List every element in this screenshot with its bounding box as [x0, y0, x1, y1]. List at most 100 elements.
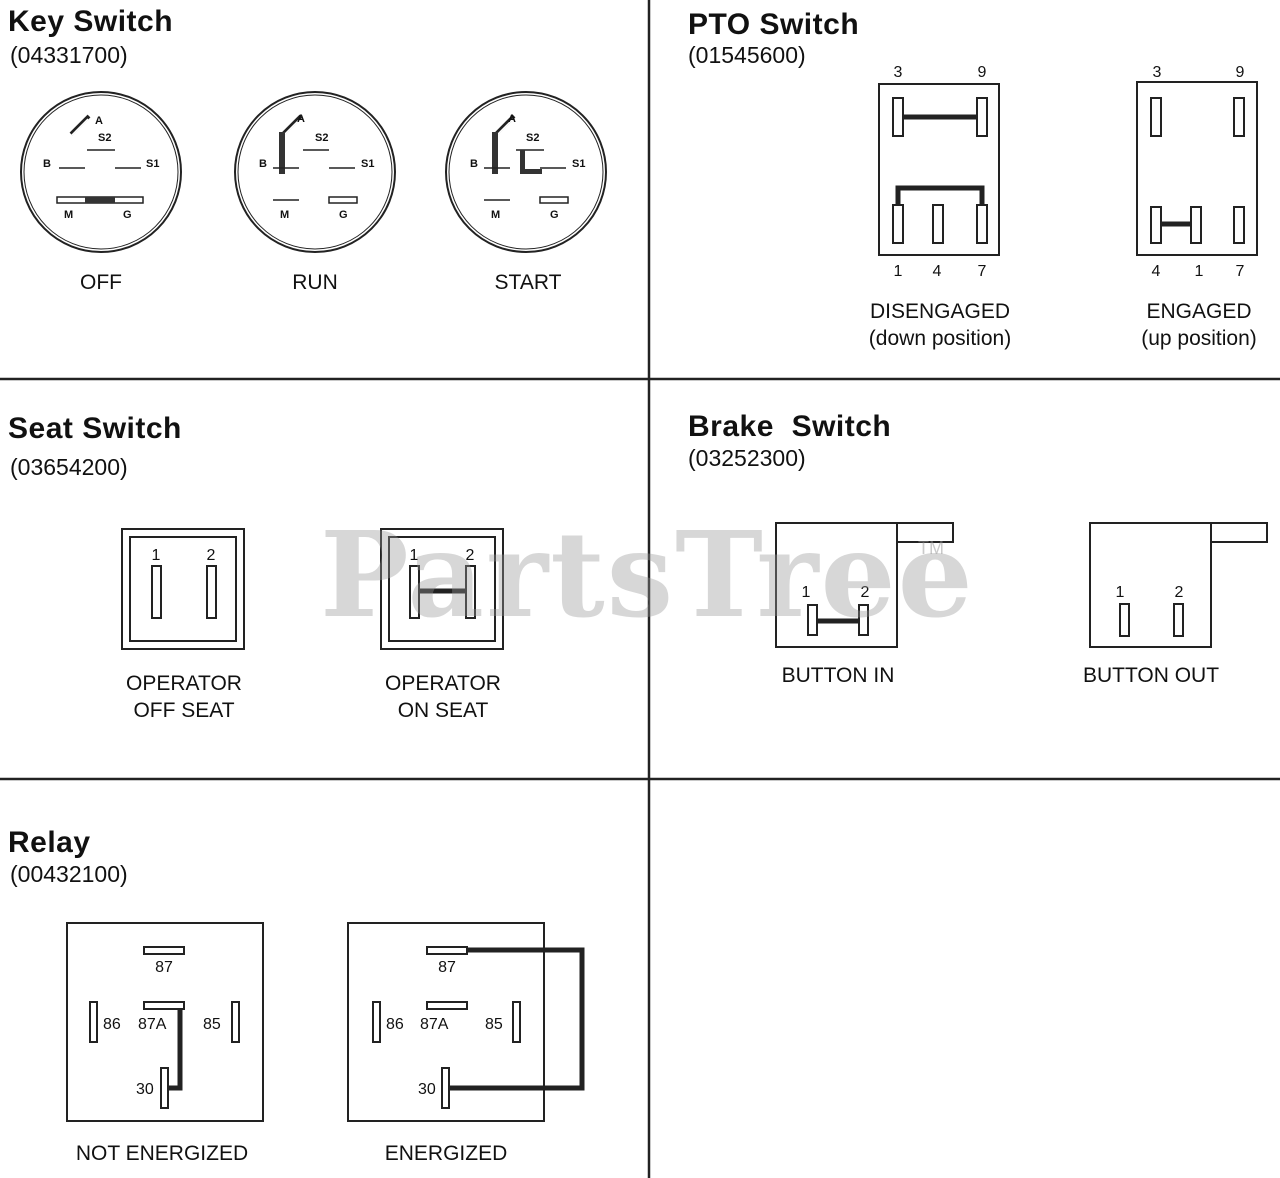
pto-switch-title: PTO Switch — [688, 8, 860, 41]
pto-pin-1 — [892, 204, 904, 244]
pto-switch-part-number: (01545600) — [688, 42, 806, 68]
key-switch-body — [234, 91, 396, 253]
terminal-label-g: G — [550, 209, 559, 221]
pto-engaged-caption: ENGAGED — [1146, 300, 1251, 323]
terminal-label-a: A — [297, 113, 305, 125]
relay-terminal-87a — [426, 1001, 468, 1010]
pin-label-1: 1 — [152, 547, 161, 564]
pin-label-3: 3 — [894, 64, 903, 81]
pto-pin-4 — [1150, 206, 1162, 244]
key-switch-ring — [237, 94, 393, 250]
relay-terminal-30 — [441, 1067, 450, 1109]
pto-switch-engaged: 3 9 4 1 7 ENGAGED (up position) — [1136, 64, 1258, 350]
terminal-label-s2: S2 — [315, 132, 328, 144]
key-switch-ring — [448, 94, 604, 250]
pin-label-1: 1 — [410, 547, 419, 564]
trademark-mark: TM — [918, 538, 944, 558]
seat-on-caption: OPERATOR — [385, 672, 501, 695]
relay-terminal-85 — [512, 1001, 521, 1043]
brake-switch-button — [1210, 522, 1268, 543]
pto-disengaged-caption: DISENGAGED — [870, 300, 1010, 323]
seat-switch-inner-frame — [129, 536, 237, 642]
brake-switch-title: Brake Switch — [688, 410, 892, 443]
brake-button-out-caption: BUTTON OUT — [1083, 664, 1219, 687]
pin-label-2: 2 — [1175, 584, 1184, 601]
pin-label-7: 7 — [1236, 263, 1245, 280]
relay-30-87-link — [449, 947, 585, 1091]
terminal-label-86: 86 — [386, 1016, 404, 1033]
key-state-start: START — [495, 271, 562, 294]
brake-button-in-caption: BUTTON IN — [782, 664, 895, 687]
key-switch-ring — [23, 94, 179, 250]
terminal-label-g: G — [339, 209, 348, 221]
pto-pin-7 — [1233, 206, 1245, 244]
terminal-label-s1: S1 — [146, 158, 159, 170]
terminal-label-m: M — [491, 209, 500, 221]
terminal-label-30: 30 — [418, 1081, 436, 1098]
key-switch-off: A S2 B S1 M G OFF — [20, 91, 182, 294]
key-switch-part-number: (04331700) — [10, 42, 128, 68]
terminal-label-30: 30 — [136, 1081, 154, 1098]
relay-30-87a-link — [168, 1010, 183, 1091]
pto-pin-9 — [1233, 97, 1245, 137]
key-switch-title: Key Switch — [8, 5, 174, 38]
terminal-label-s2: S2 — [98, 132, 111, 144]
terminal-label-b: B — [43, 158, 51, 170]
terminal-label-s1: S1 — [572, 158, 585, 170]
terminal-label-g: G — [123, 209, 132, 221]
key-switch-body — [20, 91, 182, 253]
contact-a — [69, 114, 91, 136]
key-state-run: RUN — [292, 271, 338, 294]
brake-switch-button — [896, 522, 954, 543]
pto-pin-4 — [932, 204, 944, 244]
pin-label-1: 1 — [802, 584, 811, 601]
pto-pin-1 — [1190, 206, 1202, 244]
brake-pin-2 — [1173, 603, 1184, 637]
pto-pin-3 — [1150, 97, 1162, 137]
partstree-watermark: PartsTree — [320, 505, 975, 644]
brake-switch-button-in: 1 2 BUTTON IN — [775, 522, 954, 687]
terminal-label-87a: 87A — [420, 1016, 449, 1033]
pin-label-4: 4 — [1152, 263, 1161, 280]
relay-terminal-87 — [143, 946, 185, 955]
pin-label-1: 1 — [1195, 263, 1204, 280]
s2-s1-bridge-foot — [520, 169, 542, 174]
brake-pin-1 — [1119, 603, 1130, 637]
contact-m-g-bridge — [85, 197, 115, 203]
relay-title: Relay — [8, 826, 91, 859]
seat-switch-off-seat: 1 2 OPERATOR OFF SEAT — [121, 528, 245, 722]
seat-pin-2 — [206, 565, 217, 619]
key-switch-run: A S2 B S1 M G RUN — [234, 91, 396, 294]
pin-label-3: 3 — [1153, 64, 1162, 81]
contact-a — [494, 114, 516, 136]
relay-terminal-86 — [89, 1001, 98, 1043]
seat-off-caption-line2: OFF SEAT — [133, 699, 234, 722]
relay-not-energized: 87 86 87A 85 30 NOT ENERGIZED — [66, 922, 264, 1165]
terminal-label-m: M — [64, 209, 73, 221]
relay-terminal-87a — [143, 1001, 185, 1010]
pin-label-2: 2 — [207, 547, 216, 564]
brake-switch-housing — [775, 522, 898, 648]
a-b-bridge — [279, 132, 285, 174]
brake-switch-housing — [1089, 522, 1212, 648]
pto-pin-9 — [976, 97, 988, 137]
pto-disengaged-position: (down position) — [869, 327, 1011, 350]
contact-g — [539, 196, 569, 204]
pto-pin-3 — [892, 97, 904, 137]
pto-engaged-position: (up position) — [1141, 327, 1257, 350]
terminal-label-a: A — [95, 115, 103, 127]
a-b-bridge — [492, 132, 498, 174]
terminal-label-87a: 87A — [138, 1016, 167, 1033]
pin-label-2: 2 — [466, 547, 475, 564]
terminal-label-a: A — [508, 113, 516, 125]
terminal-label-b: B — [470, 158, 478, 170]
relay-terminal-86 — [372, 1001, 381, 1043]
key-state-off: OFF — [80, 271, 122, 294]
terminal-label-85: 85 — [203, 1016, 221, 1033]
terminal-label-s2: S2 — [526, 132, 539, 144]
terminal-label-86: 86 — [103, 1016, 121, 1033]
brake-switch-button-out: 1 2 BUTTON OUT — [1083, 522, 1268, 687]
